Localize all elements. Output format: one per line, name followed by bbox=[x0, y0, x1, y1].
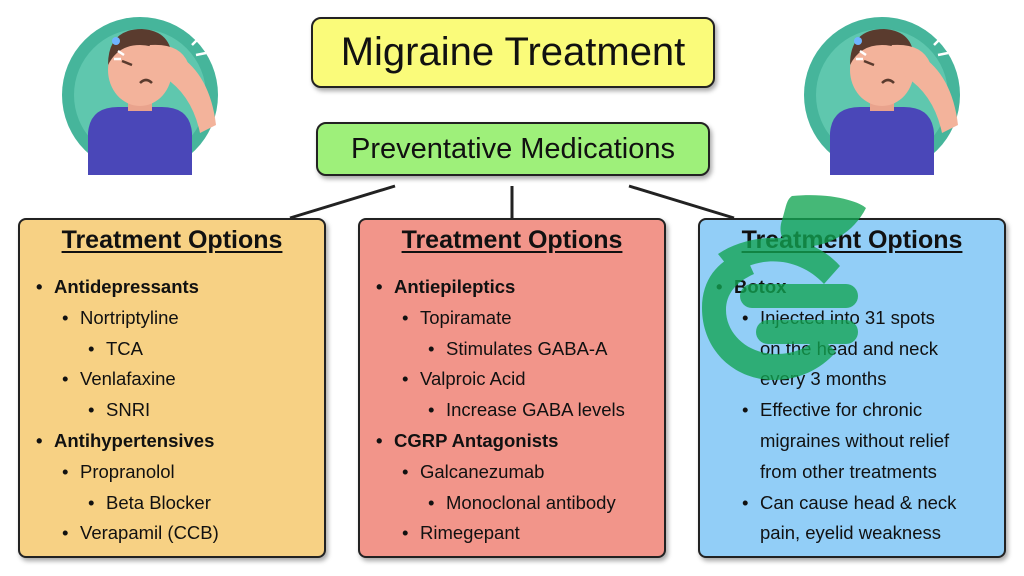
bullet-icon: • bbox=[742, 399, 749, 421]
list-item: • SNRI bbox=[32, 395, 316, 426]
list-item-text: pain, eyelid weakness bbox=[760, 522, 941, 544]
list-item-text: Antidepressants bbox=[54, 276, 199, 297]
list-item: pain, eyelid weakness bbox=[712, 518, 996, 549]
list-item: from other treatments bbox=[712, 457, 996, 488]
list-item-text: Propranolol bbox=[80, 460, 175, 482]
headache-person-icon bbox=[804, 17, 960, 175]
bullet-icon: • bbox=[742, 491, 749, 513]
treatment-panel-antidepressants: Treatment Options • Antidepressants • Nort… bbox=[18, 218, 326, 558]
list-item-text: Valproic Acid bbox=[420, 368, 526, 390]
list-item: • Stimulates GABA-A bbox=[372, 334, 656, 365]
bullet-icon: • bbox=[62, 522, 69, 544]
bullet-icon: • bbox=[36, 276, 43, 297]
list-item: • Beta Blocker bbox=[32, 488, 316, 519]
list-item-text: from other treatments bbox=[760, 460, 937, 482]
list-item-text: Nortriptyline bbox=[80, 306, 179, 328]
list-item-text: SNRI bbox=[106, 399, 151, 421]
bullet-icon: • bbox=[62, 460, 69, 482]
list-item-text: Beta Blocker bbox=[106, 491, 211, 513]
subtitle-box: Preventative Medications bbox=[316, 122, 710, 176]
bullet-icon: • bbox=[402, 306, 409, 328]
list-item: • Topiramate bbox=[372, 303, 656, 334]
bullet-icon: • bbox=[402, 368, 409, 390]
list-item-text: Galcanezumab bbox=[420, 460, 545, 482]
list-item: • Antiepileptics bbox=[372, 272, 656, 303]
bullet-icon: • bbox=[742, 306, 749, 328]
leaf-logo-icon bbox=[702, 195, 866, 380]
bullet-icon: • bbox=[376, 429, 383, 451]
list-item: • Antidepressants bbox=[32, 272, 316, 303]
headache-person-icon bbox=[62, 17, 218, 175]
bullet-icon: • bbox=[88, 337, 95, 359]
list-item: • Galcanezumab bbox=[372, 457, 656, 488]
list-item-text: Topiramate bbox=[420, 306, 512, 328]
list-item: • Nortriptyline bbox=[32, 303, 316, 334]
list-item-text: Rimegepant bbox=[420, 522, 520, 544]
list-item: • Increase GABA levels bbox=[372, 395, 656, 426]
list-item: • Verapamil (CCB) bbox=[32, 518, 316, 549]
bullet-icon: • bbox=[428, 337, 435, 359]
bullet-icon: • bbox=[428, 491, 435, 513]
bullet-icon: • bbox=[36, 429, 43, 451]
list-item-text: migraines without relief bbox=[760, 429, 950, 451]
list-item: migraines without relief bbox=[712, 426, 996, 457]
panel-heading: Treatment Options bbox=[61, 226, 283, 254]
list-item: • Propranolol bbox=[32, 457, 316, 488]
bullet-icon: • bbox=[62, 368, 69, 390]
list-item-text: Antiepileptics bbox=[394, 276, 516, 297]
list-item-text: Verapamil (CCB) bbox=[80, 522, 219, 544]
treatment-list: • Antiepileptics • Topiramate • Stimulates … bbox=[372, 272, 656, 549]
bullet-icon: • bbox=[402, 460, 409, 482]
bullet-icon: • bbox=[402, 522, 409, 544]
treatment-panel-antiepileptics: Treatment Options • Antiepileptics • Topir… bbox=[358, 218, 666, 558]
list-item-text: Can cause head & neck bbox=[760, 491, 957, 513]
list-item-text: Effective for chronic bbox=[760, 399, 923, 421]
list-item: • Venlafaxine bbox=[32, 364, 316, 395]
list-item: • CGRP Antagonists bbox=[372, 426, 656, 457]
list-item-text: Increase GABA levels bbox=[446, 399, 625, 421]
list-item-text: TCA bbox=[106, 337, 143, 359]
bullet-icon: • bbox=[428, 399, 435, 421]
list-item: • Monoclonal antibody bbox=[372, 488, 656, 519]
bullet-icon: • bbox=[376, 276, 383, 297]
list-item-text: Stimulates GABA-A bbox=[446, 337, 608, 359]
list-item: • Rimegepant bbox=[372, 518, 656, 549]
list-item: • Valproic Acid bbox=[372, 364, 656, 395]
list-item: • Can cause head & neck bbox=[712, 488, 996, 519]
list-item-text: CGRP Antagonists bbox=[394, 429, 559, 451]
page-title: Migraine Treatment bbox=[311, 17, 715, 88]
treatment-list: • Antidepressants • Nortriptyline • TCA • Ve… bbox=[32, 272, 316, 549]
panel-heading: Treatment Options bbox=[401, 226, 623, 254]
list-item-text: Antihypertensives bbox=[54, 429, 215, 451]
bullet-icon: • bbox=[88, 399, 95, 421]
list-item: • Effective for chronic bbox=[712, 395, 996, 426]
list-item-text: Monoclonal antibody bbox=[446, 491, 616, 513]
list-item-text: Venlafaxine bbox=[80, 368, 176, 390]
bullet-icon: • bbox=[62, 306, 69, 328]
bullet-icon: • bbox=[88, 491, 95, 513]
list-item: • TCA bbox=[32, 334, 316, 365]
list-item: • Antihypertensives bbox=[32, 426, 316, 457]
